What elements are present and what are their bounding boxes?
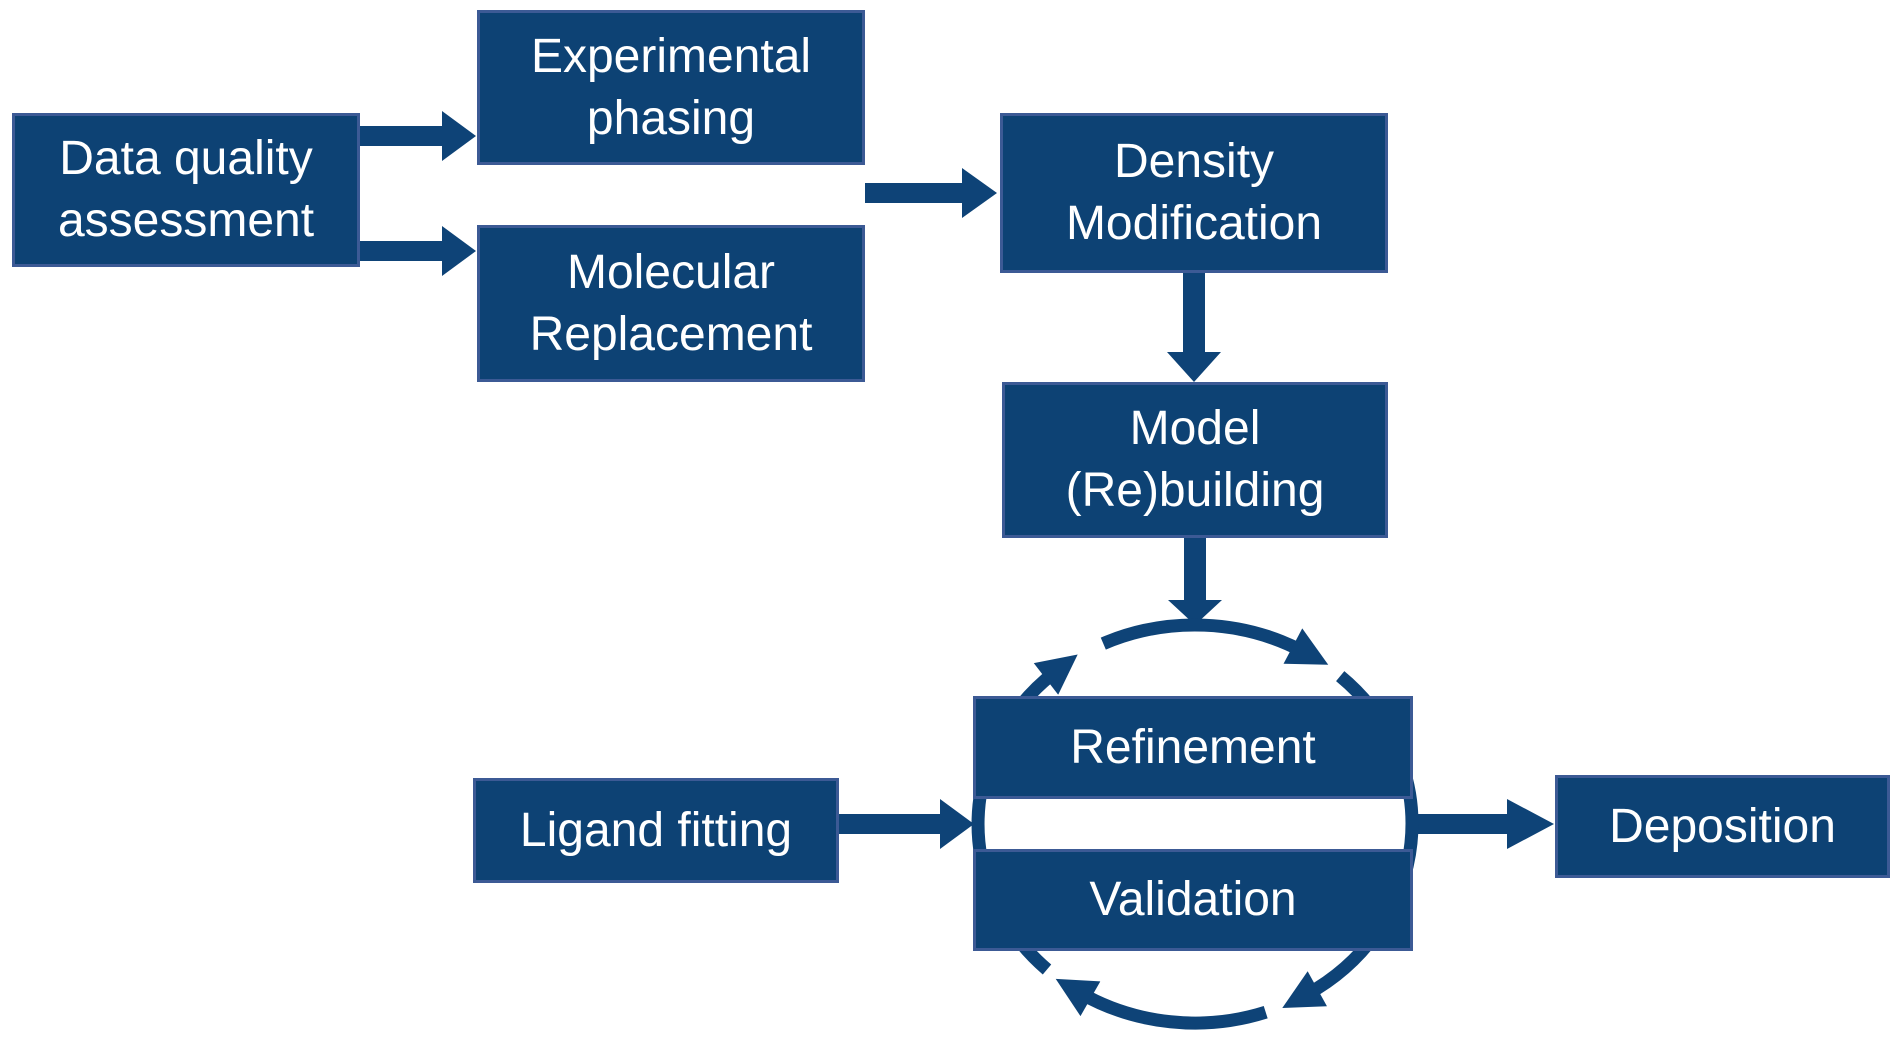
cycle-arc-bottom [1055,978,1268,1030]
cycle-arc-top [1100,618,1329,665]
box-ligand-fitting: Ligand fitting [473,778,839,883]
box-model-rebuilding: Model (Re)building [1002,382,1388,538]
arrow-data-quality-to-molecular-replacement [360,226,476,276]
box-molecular-replacement: Molecular Replacement [477,225,865,382]
arrow-density-modification-to-model-rebuilding [1167,271,1221,382]
box-experimental-phasing: Experimental phasing [477,10,865,165]
box-deposition: Deposition [1555,775,1890,878]
arrow-phasing-to-density-modification [865,168,997,218]
arrow-ligand-fitting-to-cycle [839,799,974,849]
arrow-model-rebuilding-to-cycle [1168,536,1222,625]
box-density-modification: Density Modification [1000,113,1388,273]
box-data-quality-assessment: Data quality assessment [12,113,360,267]
box-validation: Validation [973,849,1413,951]
box-refinement: Refinement [973,696,1413,799]
arrow-data-quality-to-experimental-phasing [360,111,476,161]
arrow-cycle-to-deposition [1413,799,1554,849]
